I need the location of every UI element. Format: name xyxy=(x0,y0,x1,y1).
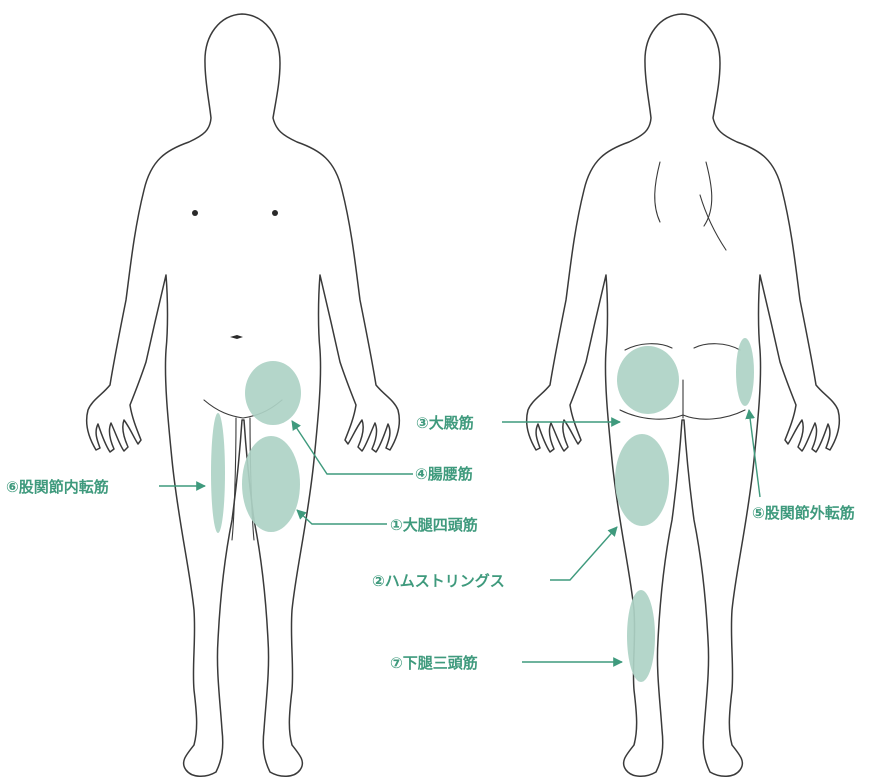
leader-quadriceps xyxy=(296,509,387,525)
back-scapula-left xyxy=(654,161,661,223)
label-hamstrings: ②ハムストリングス xyxy=(372,572,505,590)
front-nipple-right xyxy=(272,210,278,216)
back-body-outline xyxy=(525,13,841,777)
leader-hip-abductors xyxy=(745,409,761,498)
back-scapula-right-lower xyxy=(699,194,727,251)
label-hip-adductors: ⑥股関節内転筋 xyxy=(6,478,109,496)
muscle-labels: ④腸腰筋 ①大腿四頭筋 ⑥股関節内転筋 ③大殿筋 ⑤股関節外転筋 ②ハムストリン… xyxy=(6,414,855,672)
muscle-hamstrings xyxy=(615,434,669,526)
back-buttock-crease-right xyxy=(693,343,741,351)
back-scapula-right xyxy=(703,161,713,227)
front-inner-thigh-left xyxy=(231,417,237,541)
front-navel xyxy=(230,335,243,339)
label-triceps-surae: ⑦下腿三頭筋 xyxy=(390,654,478,672)
front-nipple-left xyxy=(192,210,198,216)
muscle-triceps-surae xyxy=(627,590,655,682)
muscle-hip-adductors xyxy=(211,413,225,533)
back-body-figure xyxy=(525,13,841,777)
label-hip-abductors: ⑤股関節外転筋 xyxy=(752,504,855,522)
label-gluteus-maximus: ③大殿筋 xyxy=(416,414,474,432)
front-body-figure xyxy=(85,13,401,777)
label-iliopsoas: ④腸腰筋 xyxy=(415,465,473,483)
back-buttock-crease xyxy=(624,343,673,351)
leader-lines xyxy=(159,409,761,667)
leader-hamstrings xyxy=(550,526,618,581)
muscle-gluteus-maximus xyxy=(617,346,679,414)
muscle-iliopsoas xyxy=(245,361,301,425)
muscle-hip-abductors xyxy=(736,338,754,406)
muscle-quadriceps xyxy=(242,436,300,532)
muscle-highlights xyxy=(211,338,754,682)
label-quadriceps: ①大腿四頭筋 xyxy=(390,516,478,534)
leader-iliopsoas xyxy=(291,420,413,475)
front-body-outline xyxy=(85,13,401,777)
